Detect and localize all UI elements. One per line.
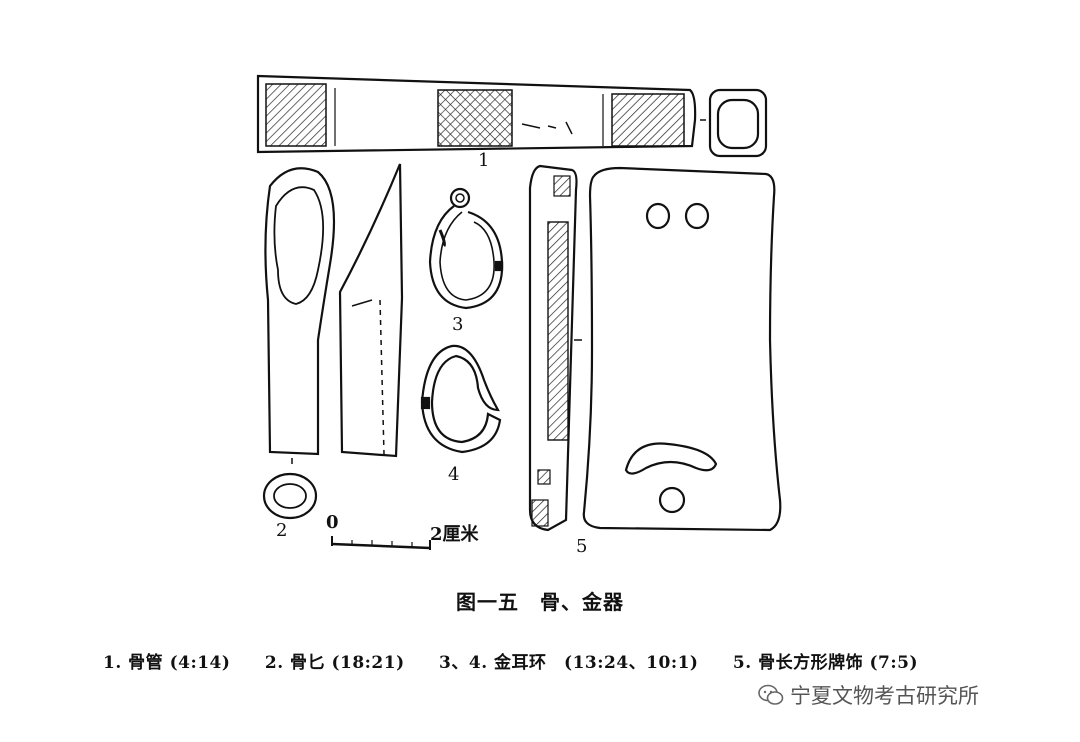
watermark: 宁夏文物考古研究所 <box>758 680 979 710</box>
item-label-4: 4 <box>448 464 460 485</box>
wechat-icon <box>758 684 784 705</box>
bone-spoon-drawing <box>262 163 404 520</box>
watermark-text: 宁夏文物考古研究所 <box>790 684 979 708</box>
item-label-5: 5 <box>576 536 588 557</box>
item-label-1: 1 <box>478 150 490 171</box>
scale-start-label: 0 <box>326 512 339 533</box>
caption-item-5: 5. 骨长方形牌饰 (7:5) <box>732 653 919 673</box>
figure-caption: 1. 骨管 (4:14) 2. 骨匕 (18:21) 3、4. 金耳环 (13:… <box>103 648 946 673</box>
caption-item-3: 3、4. 金耳环 (13:24、10:1) <box>439 653 699 673</box>
caption-item-1: 1. 骨管 (4:14) <box>103 653 231 673</box>
bone-plaque-drawing <box>528 164 782 532</box>
item-label-2: 2 <box>276 520 288 541</box>
figure-title: 图一五 骨、金器 <box>456 590 624 614</box>
gold-earring-3-drawing <box>428 187 504 310</box>
caption-item-2: 2. 骨匕 (18:21) <box>264 653 405 673</box>
scale-bar <box>331 536 431 550</box>
gold-earring-4-drawing <box>420 344 502 454</box>
scale-end-label: 2厘米 <box>430 524 479 545</box>
item-label-3: 3 <box>452 314 464 335</box>
bone-tube-drawing <box>256 74 768 158</box>
